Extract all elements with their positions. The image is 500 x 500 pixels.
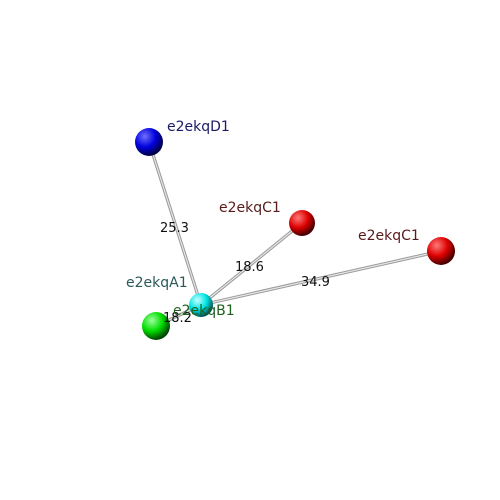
edge-highlight bbox=[200, 250, 442, 306]
node-sphere-a1[interactable] bbox=[142, 312, 170, 340]
nodes-layer bbox=[135, 128, 455, 340]
edge-highlight bbox=[148, 141, 202, 306]
node-sphere-c1a[interactable] bbox=[289, 210, 315, 236]
node-label-b1: e2ekqB1 bbox=[173, 303, 235, 319]
edge-distance-label: 25.3 bbox=[160, 221, 189, 236]
edge-distance-label: 34.9 bbox=[301, 275, 330, 290]
edge-distance-label: 18.2 bbox=[163, 311, 192, 326]
node-sphere-c1b[interactable] bbox=[427, 237, 455, 265]
node-label-a1: e2ekqA1 bbox=[126, 275, 188, 291]
edges-layer bbox=[147, 141, 442, 328]
edge-distance-label: 18.6 bbox=[235, 260, 264, 275]
edge-highlight bbox=[200, 222, 303, 306]
node-label-d1: e2ekqD1 bbox=[167, 119, 230, 135]
labels-layer: 25.3 18.6 34.9 18.2 e2ekqD1 e2ekqC1 e2ekqC1 e2e… bbox=[126, 119, 420, 326]
node-sphere-b1[interactable] bbox=[189, 293, 213, 317]
node-label-c1b: e2ekqC1 bbox=[358, 228, 420, 244]
node-sphere-d1[interactable] bbox=[135, 128, 163, 156]
node-label-c1a: e2ekqC1 bbox=[219, 200, 281, 216]
